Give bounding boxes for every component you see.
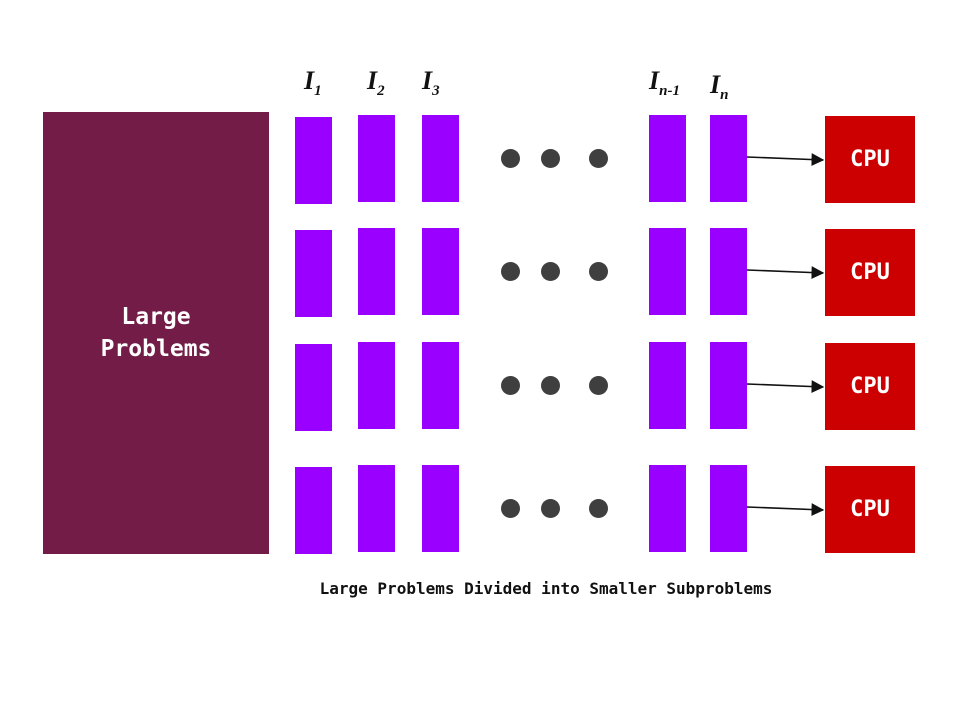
ellipsis-dot [540, 148, 560, 168]
subproblem-block [422, 465, 459, 552]
column-label-main: I [422, 66, 433, 95]
ellipsis-dot [588, 261, 608, 281]
cpu-box: CPU [825, 116, 915, 203]
subproblem-block [710, 342, 747, 429]
column-label-2: I2 [367, 68, 385, 99]
column-label-3: I3 [422, 68, 440, 99]
subproblem-block [295, 467, 332, 554]
cpu-label: CPU [850, 497, 890, 522]
subproblem-block [710, 228, 747, 315]
ellipsis-dot [588, 498, 608, 518]
column-label-5: In [710, 72, 728, 103]
subproblem-block [295, 230, 332, 317]
arrow-to-cpu [746, 266, 825, 279]
column-label-main: I [367, 66, 378, 95]
column-label-subscript: 2 [377, 83, 385, 99]
subproblem-block [649, 115, 686, 202]
arrow-to-cpu [746, 153, 825, 166]
arrow-to-cpu [746, 503, 825, 516]
ellipsis-dot [500, 498, 520, 518]
subproblem-block [422, 115, 459, 202]
column-label-subscript: n-1 [659, 83, 680, 99]
diagram-caption: Large Problems Divided into Smaller Subp… [319, 579, 773, 598]
large-problems-box: Large Problems [43, 112, 269, 554]
subproblem-block [422, 228, 459, 315]
subproblem-block [358, 342, 395, 429]
ellipsis-dot [500, 261, 520, 281]
cpu-label: CPU [850, 374, 890, 399]
column-label-1: I1 [304, 68, 322, 99]
ellipsis-dot [540, 261, 560, 281]
column-label-subscript: 1 [314, 83, 322, 99]
ellipsis-dot [540, 375, 560, 395]
subproblem-block [710, 465, 747, 552]
subproblem-block [358, 228, 395, 315]
ellipsis-dot [500, 148, 520, 168]
subproblem-block [649, 342, 686, 429]
ellipsis-dot [540, 498, 560, 518]
subproblem-block [649, 465, 686, 552]
large-problems-label: Large Problems [100, 304, 212, 362]
cpu-label: CPU [850, 260, 890, 285]
column-label-4: In-1 [649, 68, 680, 99]
ellipsis-dot [500, 375, 520, 395]
arrow-to-cpu [746, 380, 825, 393]
subproblem-block [358, 115, 395, 202]
cpu-box: CPU [825, 343, 915, 430]
subproblem-block [295, 117, 332, 204]
cpu-box: CPU [825, 229, 915, 316]
subproblem-block [710, 115, 747, 202]
cpu-label: CPU [850, 147, 890, 172]
subproblem-block [358, 465, 395, 552]
cpu-box: CPU [825, 466, 915, 553]
subproblem-block [422, 342, 459, 429]
column-label-main: I [649, 66, 660, 95]
subproblem-block [295, 344, 332, 431]
column-label-subscript: n [720, 87, 729, 103]
column-label-subscript: 3 [432, 83, 440, 99]
ellipsis-dot [588, 375, 608, 395]
column-label-main: I [710, 70, 721, 99]
column-label-main: I [304, 66, 315, 95]
ellipsis-dot [588, 148, 608, 168]
subproblem-block [649, 228, 686, 315]
